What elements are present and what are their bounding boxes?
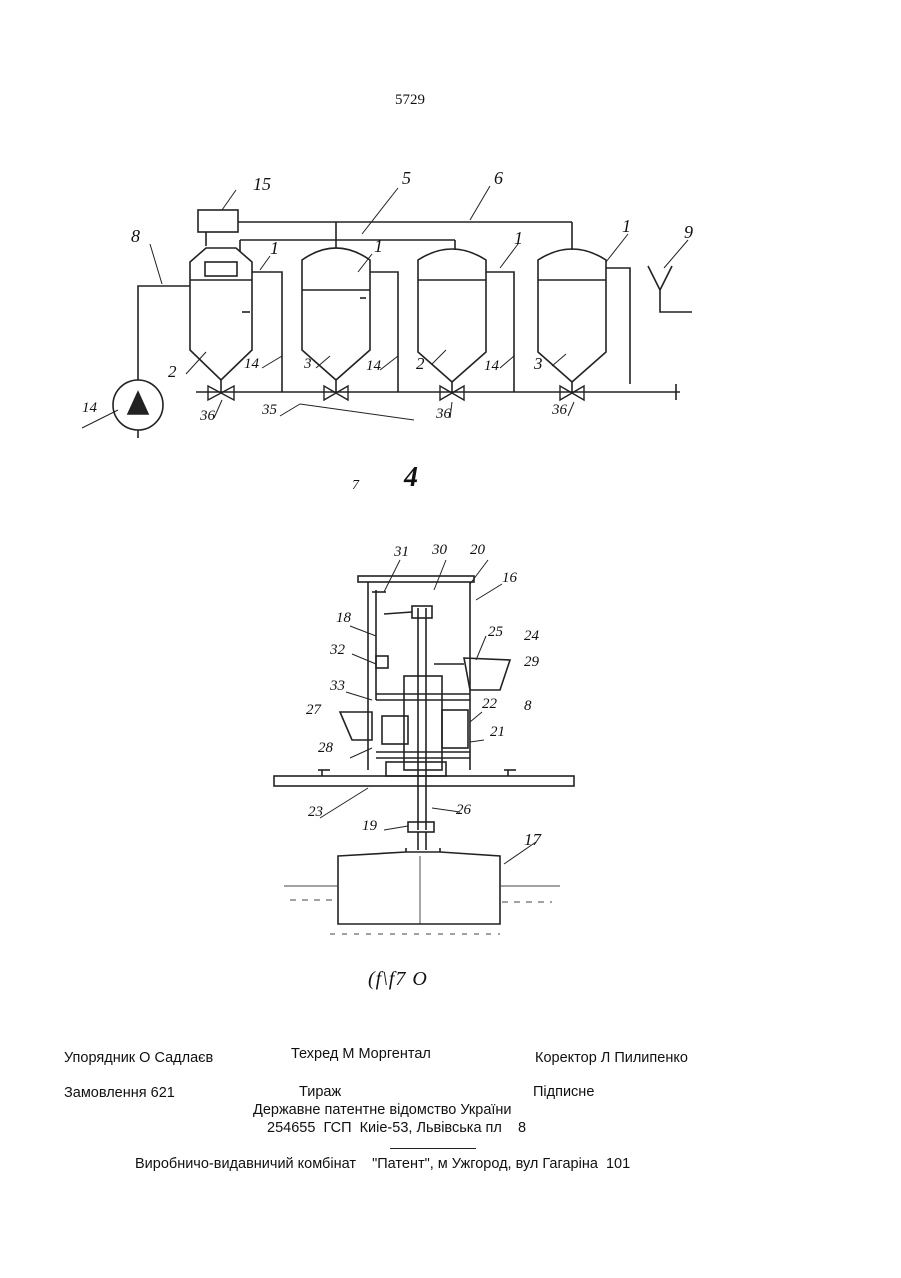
fig1-label: 36 <box>200 408 215 425</box>
fig1-label: 14 <box>484 358 499 375</box>
fig1-label: 14 <box>366 358 381 375</box>
imprint-office: Державне патентне відомство України <box>253 1102 512 1118</box>
fig1-label: 36 <box>436 406 451 423</box>
imprint-subscription: Підписне <box>533 1084 594 1100</box>
fig2-label: 8 <box>524 698 532 715</box>
fig1-label: 1 <box>622 216 631 237</box>
imprint-proofreader: Коректор Л Пилипенко <box>535 1050 688 1066</box>
imprint-address: 254655 ГСП Киіе-53, Львівська пл 8 <box>267 1120 526 1136</box>
figure-1-schematic <box>82 186 692 438</box>
fig2-label: 24 <box>524 628 539 645</box>
fig1-label: 1 <box>270 238 279 259</box>
fig2-label: 26 <box>456 802 471 819</box>
fig1-label: 8 <box>131 226 140 247</box>
imprint-publisher: Виробничо-видавничий комбінат "Патент", … <box>135 1156 630 1172</box>
figure-1-caption: 4 <box>404 462 418 494</box>
imprint-compiler: Упорядник О Садлаєв <box>64 1050 213 1066</box>
fig2-label: 17 <box>524 830 541 850</box>
fig2-label: 28 <box>318 740 333 757</box>
fig1-label: 3 <box>534 354 543 374</box>
fig2-label: 21 <box>490 724 505 741</box>
fig1-label: 14 <box>82 400 97 417</box>
fig2-label: 30 <box>432 542 447 559</box>
fig2-label: 20 <box>470 542 485 559</box>
fig1-label: 3 <box>304 356 312 373</box>
fig2-label: 32 <box>330 642 345 659</box>
fig1-label: 9 <box>684 222 693 243</box>
divider <box>390 1148 476 1149</box>
fig1-label: 5 <box>402 168 411 189</box>
fig1-label: 2 <box>416 354 425 374</box>
fig2-label: 16 <box>502 570 517 587</box>
fig2-label: 23 <box>308 804 323 821</box>
fig1-label: 36 <box>552 402 567 419</box>
fig2-label: 19 <box>362 818 377 835</box>
imprint-circulation: Тираж <box>299 1084 341 1100</box>
fig2-label: 18 <box>336 610 351 627</box>
imprint-order: Замовлення 621 <box>64 1085 175 1101</box>
fig1-label: 1 <box>374 236 383 257</box>
fig1-label: 6 <box>494 168 503 189</box>
fig1-label: 35 <box>262 402 277 419</box>
fig1-label: 14 <box>244 356 259 373</box>
fig2-label: 25 <box>488 624 503 641</box>
fig1-label: 15 <box>253 174 271 195</box>
fig2-label: 31 <box>394 544 409 561</box>
fig2-label: 29 <box>524 654 539 671</box>
fig1-label: 2 <box>168 362 177 382</box>
fig1-label: 1 <box>514 228 523 249</box>
fig2-label: 22 <box>482 696 497 713</box>
figure-2-caption: (f\f7 O <box>368 968 428 991</box>
imprint-tech-editor: Техред М Моргентал <box>291 1046 431 1062</box>
figure-1-caption-small: 7 <box>352 478 359 494</box>
fig2-label: 33 <box>330 678 345 695</box>
fig2-label: 27 <box>306 702 321 719</box>
